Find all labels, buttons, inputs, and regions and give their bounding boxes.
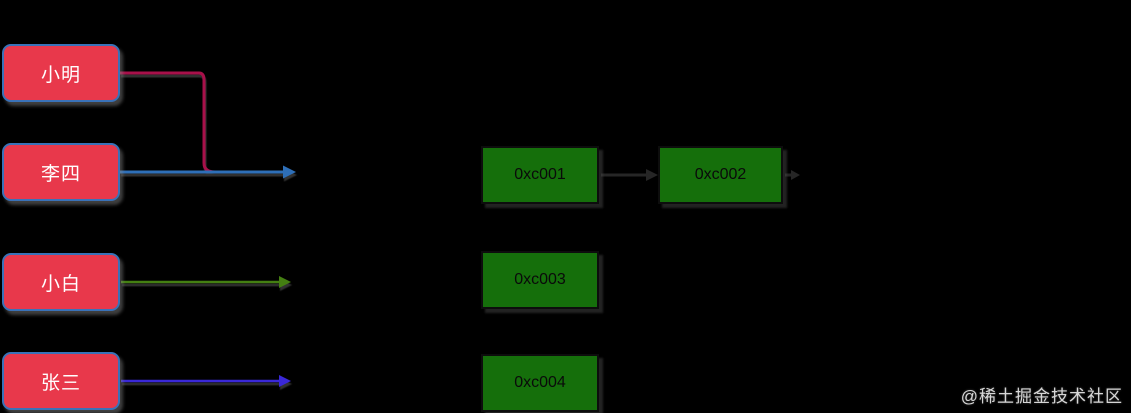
arrowhead-0xc002-right-stub bbox=[791, 170, 800, 180]
node-0xc002-label: 0xc002 bbox=[694, 166, 747, 183]
node-0xc003: 0xc003 bbox=[481, 251, 599, 309]
pointer-arrows-group bbox=[120, 71, 296, 387]
arrowhead-0xc002 bbox=[646, 169, 658, 181]
addr-link-group bbox=[601, 169, 800, 181]
node-0xc004-label: 0xc004 bbox=[514, 374, 566, 391]
node-xiaobai-label: 小白 bbox=[40, 273, 81, 295]
node-0xc001: 0xc001 bbox=[481, 146, 599, 204]
watermark: @稀土掘金技术社区 bbox=[960, 387, 1123, 406]
node-0xc001-label: 0xc001 bbox=[514, 166, 566, 183]
node-lisi-label: 李四 bbox=[40, 163, 81, 185]
node-zhangsan: 张三 bbox=[2, 352, 120, 410]
arrowhead-xiaobai bbox=[279, 276, 291, 288]
node-xiaobai: 小白 bbox=[2, 253, 120, 311]
node-0xc003-label: 0xc003 bbox=[514, 271, 566, 288]
node-lisi: 李四 bbox=[2, 143, 120, 201]
node-0xc002: 0xc002 bbox=[658, 146, 783, 204]
arrowhead-zhangsan bbox=[279, 375, 291, 387]
node-xiaoming-label: 小明 bbox=[40, 64, 81, 86]
node-zhangsan-label: 张三 bbox=[40, 372, 81, 394]
node-0xc004: 0xc004 bbox=[481, 354, 599, 412]
edge-xiaoming bbox=[120, 71, 224, 174]
arrowhead-lisi bbox=[283, 165, 296, 179]
node-xiaoming: 小明 bbox=[2, 44, 120, 102]
